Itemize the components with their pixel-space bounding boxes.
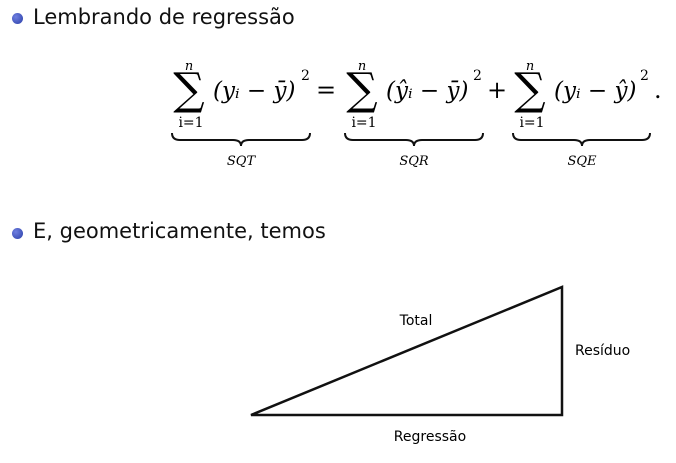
label-regressao: Regressão [394, 429, 466, 445]
underbrace-sqt [171, 132, 311, 147]
bullet-marker [12, 13, 23, 24]
label-sqt: SQT [227, 154, 257, 169]
power-2: 2 [473, 68, 482, 84]
sum-upper-1: n [185, 59, 193, 74]
label-sqe: SQE [567, 154, 597, 169]
term-sqt: (yᵢ − ȳ) [213, 78, 295, 104]
label-total: Total [399, 313, 433, 329]
bullet-marker [12, 228, 23, 239]
sum-symbol-1: ∑ [173, 64, 204, 115]
sum-upper-3: n [526, 59, 534, 74]
bullet-text-geometry: E, geometricamente, temos [33, 219, 326, 243]
sum-lower-1: i=1 [178, 115, 203, 131]
power-1: 2 [301, 68, 310, 84]
term-sqr: (ŷᵢ − ȳ) [386, 78, 468, 104]
sum-symbol-2: ∑ [346, 64, 377, 115]
regression-equation: n ∑ i=1 (yᵢ − ȳ) 2 = n ∑ i=1 (ŷᵢ − ȳ) 2 … [171, 59, 662, 169]
plus-sign: + [487, 76, 507, 104]
period: . [654, 76, 662, 104]
underbrace-sqr [344, 132, 484, 147]
term-sqe: (yᵢ − ŷ) [554, 78, 636, 104]
sum-symbol-3: ∑ [514, 64, 545, 115]
underbrace-sqe [512, 132, 651, 147]
right-triangle [250, 285, 564, 417]
sum-lower-3: i=1 [519, 115, 544, 131]
bullet-text-regression: Lembrando de regressão [33, 5, 295, 29]
label-sqr: SQR [399, 154, 429, 169]
sum-upper-2: n [358, 59, 366, 74]
power-3: 2 [640, 68, 649, 84]
label-residuo: Resíduo [575, 343, 630, 359]
equals-sign: = [316, 76, 336, 104]
sum-lower-2: i=1 [351, 115, 376, 131]
